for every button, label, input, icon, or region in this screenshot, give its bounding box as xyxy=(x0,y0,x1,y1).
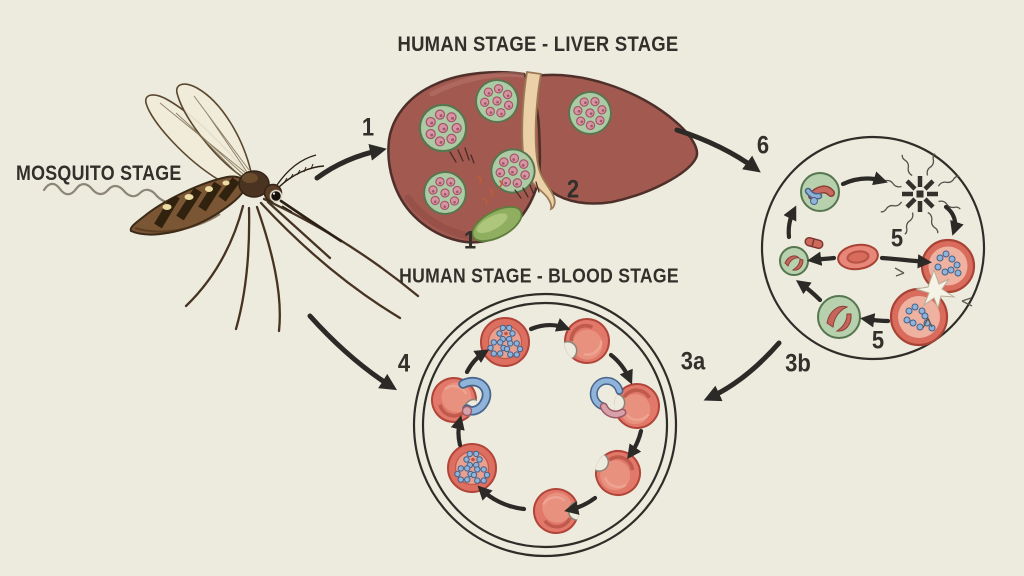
blood-schizont xyxy=(448,444,496,492)
oocyst-rupture-star xyxy=(894,267,973,329)
label-5-bottom: 5 xyxy=(871,326,885,355)
infected-rbc xyxy=(530,483,591,538)
label-3a: 3a xyxy=(680,347,706,376)
ring-trophozoite-cell xyxy=(589,376,661,431)
scent-trail-squiggle xyxy=(42,182,173,206)
cycle-arrow xyxy=(840,171,888,187)
mosquito-abdomen xyxy=(129,175,247,236)
mosquito-stage-title: MOSQUITO STAGE xyxy=(16,162,182,185)
schizont-rupture-marks xyxy=(449,147,540,205)
cycle-arrow xyxy=(860,313,891,328)
arrow-1-mosquito-to-liver xyxy=(314,143,387,181)
blood-schizont xyxy=(481,318,529,366)
cycle-arrow xyxy=(795,280,823,303)
cycle-arrow xyxy=(450,415,465,448)
infected-rbc xyxy=(583,443,646,500)
cycle-arrow xyxy=(608,352,633,385)
cycle-arrow xyxy=(528,318,571,332)
gametocyte-cell-large xyxy=(817,295,861,339)
mosquito-cycle-circle xyxy=(760,135,986,361)
exflagellation-burst xyxy=(878,152,962,236)
mosquito-wings xyxy=(144,83,252,185)
cycle-arrow xyxy=(807,251,837,266)
cycle-arrow xyxy=(879,254,932,269)
label-1-liver: 1 xyxy=(463,226,477,255)
liver-right-lobe xyxy=(534,73,699,205)
capsule-parasite xyxy=(804,237,824,249)
liver-schizont xyxy=(420,105,466,151)
mosquito-illustration xyxy=(129,83,420,333)
cycle-arrow xyxy=(783,205,797,240)
cycle-arrow xyxy=(564,495,598,515)
blood-cycle-circle xyxy=(412,292,678,558)
merozoite-invasion-cell xyxy=(429,375,492,427)
liver-stage-title: HUMAN STAGE - LIVER STAGE xyxy=(397,33,679,56)
label-6: 6 xyxy=(756,131,770,160)
label-2: 2 xyxy=(566,175,580,204)
ookinete-cell xyxy=(800,172,840,212)
liver-illustration xyxy=(387,70,699,244)
gallbladder xyxy=(471,205,523,243)
oocyst-pair xyxy=(889,238,976,347)
red-blood-cell xyxy=(837,243,879,271)
arrow-4-mosquito-to-blood xyxy=(307,313,398,391)
cycle-arrow xyxy=(943,204,964,236)
cycle-arrow xyxy=(464,349,490,375)
arrow-6-liver-to-mosquito-cycle xyxy=(674,127,761,173)
arrow-3b-blood-to-mosquito-cycle xyxy=(703,340,782,402)
mosquito-eye xyxy=(269,189,283,203)
gametocyte-cell-small xyxy=(779,246,809,276)
mosquito-proboscis xyxy=(279,199,343,243)
label-4: 4 xyxy=(397,349,411,378)
label-1-arrow: 1 xyxy=(361,113,375,142)
cycle-arrow xyxy=(477,485,527,512)
mosquito-antennae xyxy=(276,154,325,213)
blood-stage-title: HUMAN STAGE - BLOOD STAGE xyxy=(399,265,679,288)
cycle-arrow xyxy=(627,428,644,460)
label-5-top: 5 xyxy=(890,224,904,253)
label-3b: 3b xyxy=(785,349,811,378)
